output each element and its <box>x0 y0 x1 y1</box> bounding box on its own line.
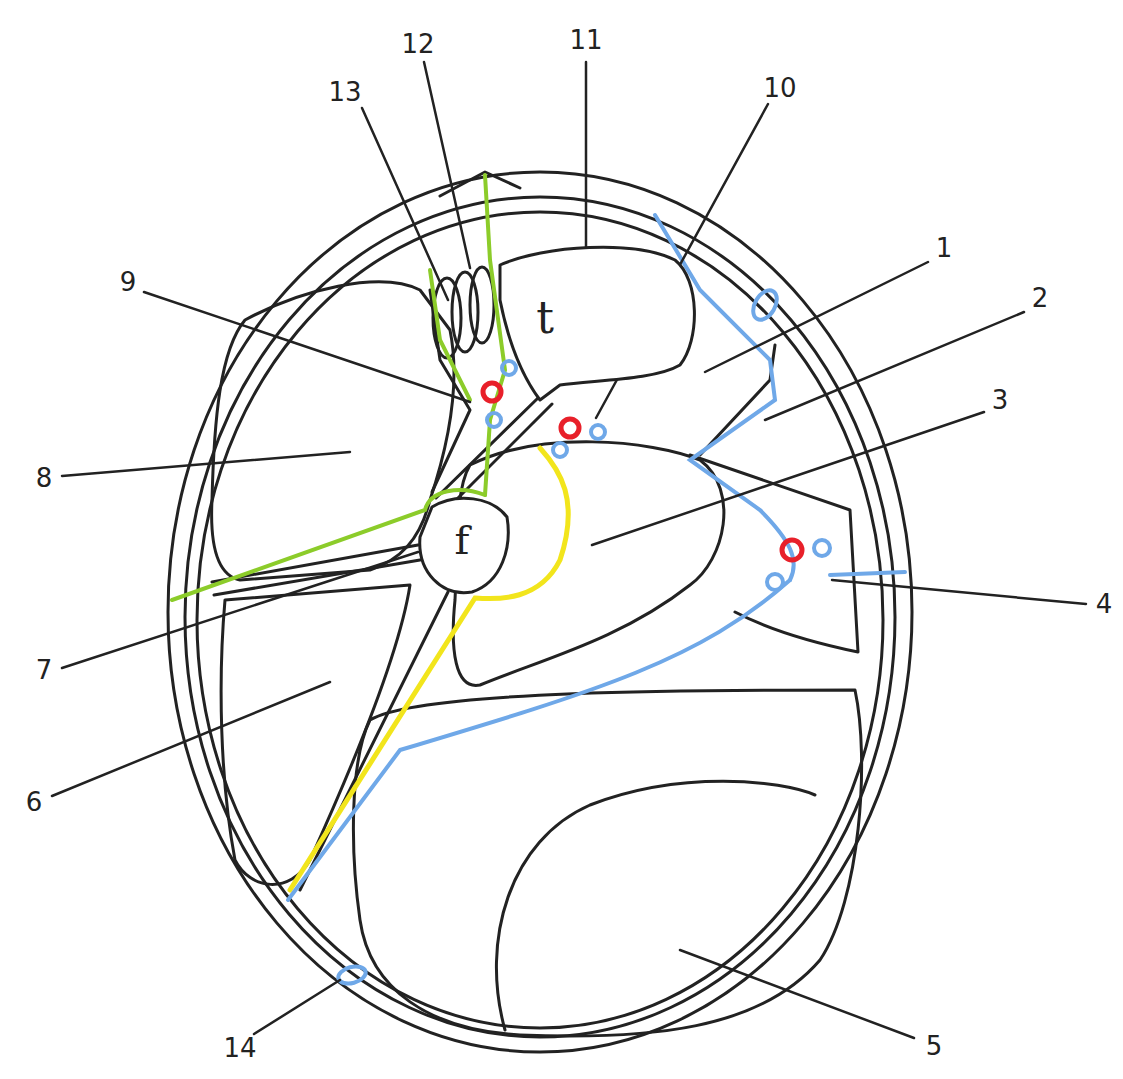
callout-number: 5 <box>926 1033 943 1059</box>
callout-number: 4 <box>1096 591 1113 617</box>
callout-number: 9 <box>120 269 137 295</box>
bone-letter: f <box>455 520 470 560</box>
callout-number: 14 <box>223 1035 256 1061</box>
callout-number: 6 <box>26 789 43 815</box>
callout-number: 12 <box>401 31 434 57</box>
callout-number: 11 <box>569 27 602 53</box>
tibia-bone: t <box>485 240 705 405</box>
callout-number: 10 <box>763 75 796 101</box>
bone-outline <box>485 240 705 405</box>
callout-number: 8 <box>36 465 53 491</box>
callout-number: 3 <box>992 387 1009 413</box>
fibula-bone: f <box>412 492 512 597</box>
callout-number: 2 <box>1032 285 1049 311</box>
callout-number: 7 <box>36 657 53 683</box>
leader-lines <box>52 62 1086 1038</box>
bone-letter: t <box>536 296 554 340</box>
callout-number: 13 <box>328 79 361 105</box>
callout-number: 1 <box>936 235 953 261</box>
